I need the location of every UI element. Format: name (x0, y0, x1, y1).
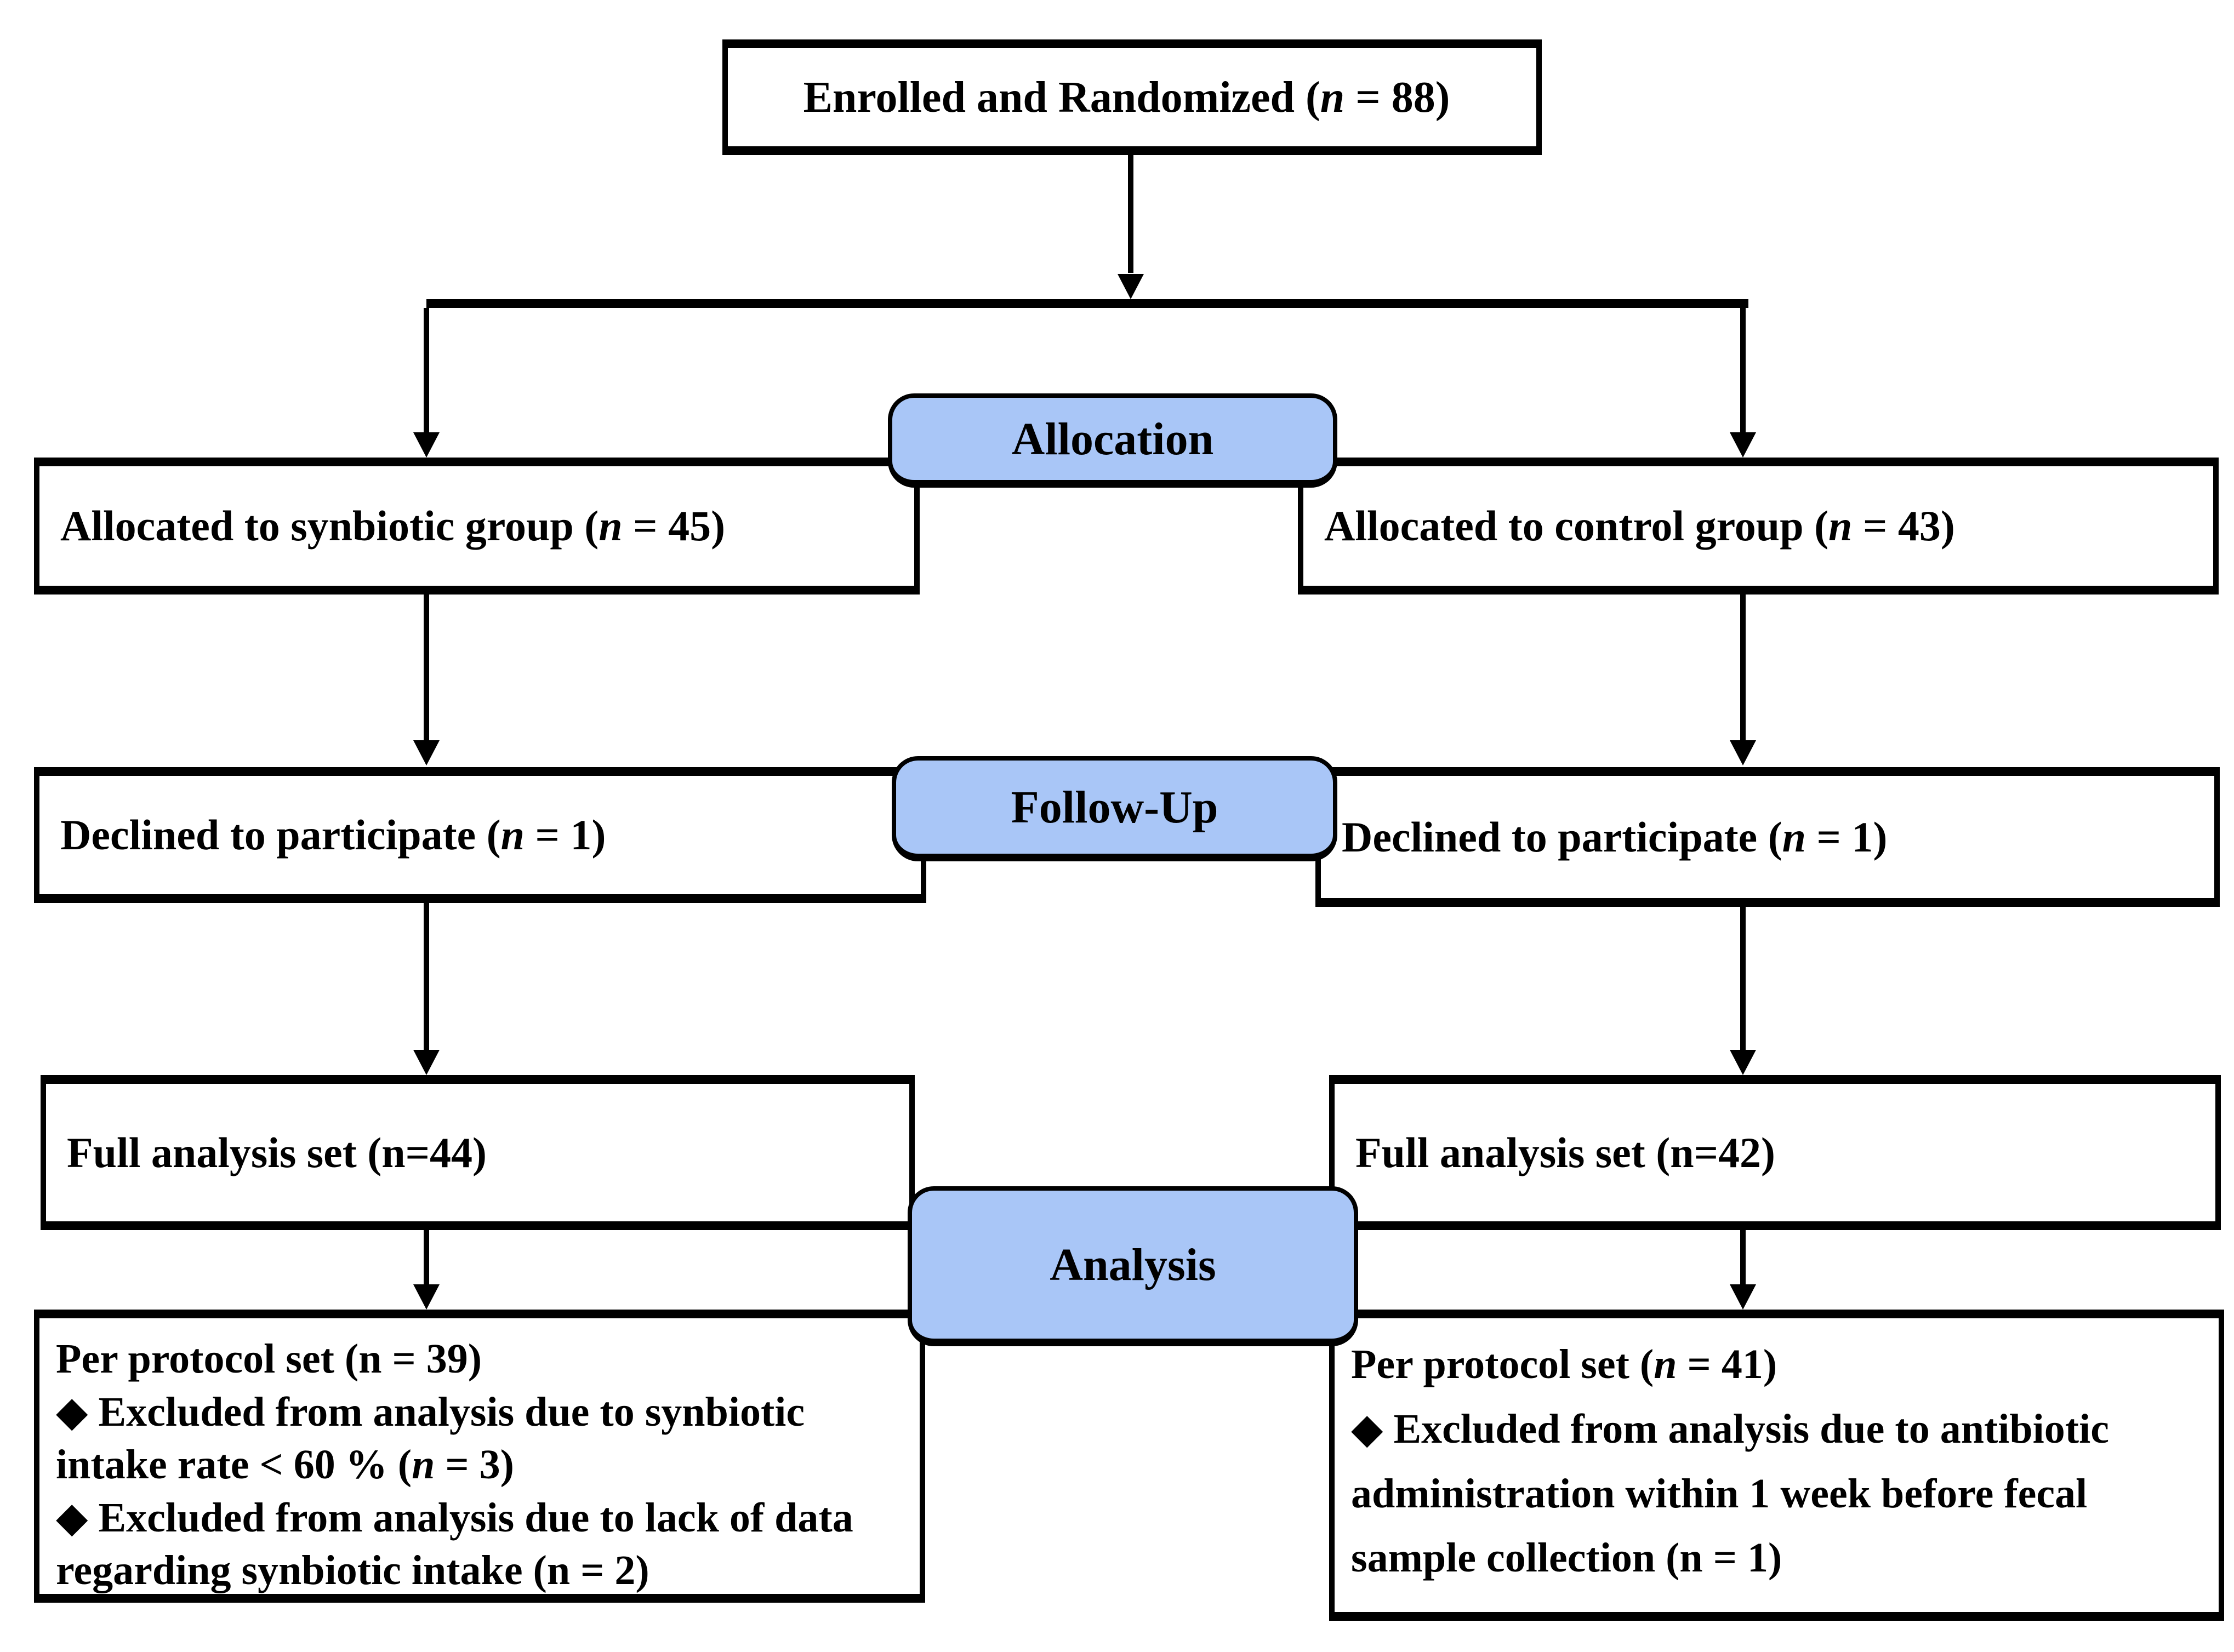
enrolled-box: Enrolled and Randomized (n = 88) (722, 39, 1542, 155)
arrowhead-right-perprotocol-icon (1730, 1284, 1756, 1310)
connector-left-allocation-followup (424, 595, 429, 740)
synbiotic-exclusion-1: ◆ Excluded from analysis due to synbioti… (56, 1386, 903, 1491)
connector-branch-left-line (424, 308, 429, 433)
allocation-stage-label: Allocation (888, 393, 1337, 488)
arrowhead-right-fullanalysis-icon (1730, 1050, 1756, 1075)
arrowhead-enrolled-icon (1118, 274, 1144, 299)
synbiotic-per-protocol-line: Per protocol set (n = 39) (56, 1333, 903, 1386)
allocation-stage-text: Allocation (1012, 413, 1214, 466)
connector-left-followup-fullanalysis (424, 903, 429, 1050)
control-declined-label: Declined to participate (n = 1) (1321, 813, 1898, 862)
connector-branch-right-line (1740, 308, 1746, 433)
connector-right-fullanalysis-perprotocol (1740, 1230, 1746, 1285)
synbiotic-full-analysis-box: Full analysis set (n=44) (41, 1075, 915, 1230)
connector-right-allocation-followup (1740, 595, 1746, 740)
control-declined-box: Declined to participate (n = 1) (1315, 767, 2220, 907)
synbiotic-per-protocol-box: Per protocol set (n = 39) ◆ Excluded fro… (34, 1310, 925, 1603)
control-per-protocol-box: Per protocol set (n = 41) ◆ Excluded fro… (1329, 1310, 2224, 1621)
connector-enrolled-line (1128, 155, 1133, 273)
enrolled-label: Enrolled and Randomized (n = 88) (803, 72, 1461, 123)
arrowhead-left-followup-icon (413, 740, 440, 765)
synbiotic-allocated-box: Allocated to synbiotic group (n = 45) (34, 458, 920, 595)
control-allocated-box: Allocated to control group (n = 43) (1298, 458, 2219, 595)
arrowhead-branch-right-icon (1730, 432, 1756, 458)
control-full-analysis-label: Full analysis set (n=42) (1335, 1128, 1786, 1177)
connector-left-fullanalysis-perprotocol (424, 1230, 429, 1285)
synbiotic-declined-box: Declined to participate (n = 1) (34, 767, 926, 903)
followup-stage-text: Follow-Up (1011, 781, 1218, 834)
synbiotic-exclusion-2: ◆ Excluded from analysis due to lack of … (56, 1491, 903, 1597)
control-allocated-label: Allocated to control group (n = 43) (1303, 501, 1966, 551)
connector-branch-bar (426, 299, 1748, 308)
followup-stage-label: Follow-Up (892, 756, 1337, 861)
synbiotic-full-analysis-label: Full analysis set (n=44) (46, 1128, 498, 1177)
arrowhead-right-followup-icon (1730, 740, 1756, 765)
arrowhead-left-fullanalysis-icon (413, 1050, 440, 1075)
control-full-analysis-box: Full analysis set (n=42) (1329, 1075, 2221, 1230)
arrowhead-branch-left-icon (413, 432, 440, 458)
arrowhead-left-perprotocol-icon (413, 1284, 440, 1310)
synbiotic-allocated-label: Allocated to synbiotic group (n = 45) (39, 501, 736, 551)
connector-right-followup-fullanalysis (1740, 907, 1746, 1050)
analysis-stage-text: Analysis (1050, 1238, 1216, 1291)
synbiotic-declined-label: Declined to participate (n = 1) (39, 810, 617, 860)
control-exclusion-1: ◆ Excluded from analysis due to antibiot… (1351, 1397, 2202, 1591)
analysis-stage-label: Analysis (908, 1186, 1358, 1346)
control-per-protocol-line: Per protocol set (n = 41) (1351, 1333, 2202, 1397)
